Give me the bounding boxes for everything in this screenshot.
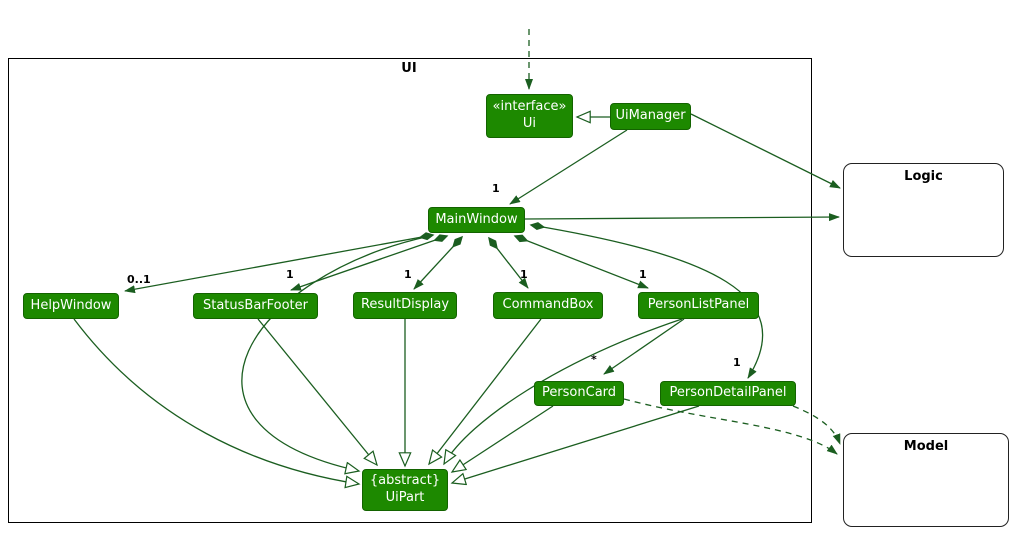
multiplicity-mainwindow-commandbox: 1 — [520, 268, 528, 281]
edge-persondetailpanel-extends-uipart — [452, 405, 700, 483]
component-logic: Logic — [843, 163, 1004, 257]
ui-package-label: UI — [401, 61, 417, 76]
class-ui-interface-name: Ui — [522, 116, 537, 131]
edge-mainwindow-resultdisplay — [413, 235, 464, 290]
multiplicity-personlistpanel-personcard: * — [591, 353, 597, 366]
class-persondetailpanel-name: PersonDetailPanel — [669, 385, 787, 401]
class-statusbarfooter: StatusBarFooter — [193, 293, 318, 319]
ui-package-frame — [8, 58, 812, 523]
class-resultdisplay-name: ResultDisplay — [360, 297, 450, 313]
edge-uimanager-mainwindow — [509, 129, 628, 205]
class-resultdisplay: ResultDisplay — [353, 292, 457, 319]
edge-mainwindow-logic — [524, 213, 840, 222]
edge-mainwindow-helpwindow — [124, 232, 435, 294]
class-uimanager: UiManager — [610, 103, 691, 130]
class-helpwindow-name: HelpWindow — [30, 297, 112, 313]
multiplicity-uimanager-mainwindow: 1 — [492, 182, 500, 195]
component-model-title: Model — [903, 439, 949, 454]
class-ui-interface: «interface» Ui — [486, 94, 573, 138]
class-statusbarfooter-name: StatusBarFooter — [202, 297, 308, 313]
edge-personcard-model — [623, 398, 838, 455]
class-commandbox: CommandBox — [493, 292, 603, 319]
multiplicity-mainwindow-personlistpanel: 1 — [639, 268, 647, 281]
multiplicity-mainwindow-resultdisplay: 1 — [404, 268, 412, 281]
class-uipart: {abstract} UiPart — [362, 469, 448, 511]
multiplicity-mainwindow-statusbarfooter: 1 — [286, 268, 294, 281]
class-personlistpanel-name: PersonListPanel — [647, 297, 750, 313]
class-uipart-stereotype: {abstract} — [369, 473, 441, 489]
class-personcard: PersonCard — [534, 381, 624, 406]
multiplicity-mainwindow-helpwindow: 0..1 — [127, 273, 151, 286]
edge-persondetailpanel-model — [792, 405, 841, 445]
edge-uimanager-logic — [690, 113, 841, 189]
class-mainwindow: MainWindow — [428, 207, 525, 233]
multiplicity-mainwindow-persondetailpanel: 1 — [733, 356, 741, 369]
component-model: Model — [843, 433, 1009, 527]
edge-mainwindow-extends-uipart — [241, 235, 431, 471]
class-mainwindow-name: MainWindow — [435, 211, 518, 227]
class-helpwindow: HelpWindow — [23, 293, 119, 319]
component-logic-title: Logic — [904, 169, 943, 184]
class-persondetailpanel: PersonDetailPanel — [660, 381, 796, 406]
class-commandbox-name: CommandBox — [502, 297, 594, 313]
class-ui-interface-stereotype: «interface» — [492, 99, 567, 115]
edge-personcard-extends-uipart — [452, 405, 554, 472]
edge-helpwindow-extends-uipart — [73, 318, 359, 484]
edge-commandbox-extends-uipart — [429, 318, 542, 464]
edge-mainwindow-persondetailpanel — [529, 222, 764, 379]
class-personlistpanel: PersonListPanel — [638, 292, 759, 319]
class-uimanager-name: UiManager — [615, 108, 686, 124]
class-uipart-name: UiPart — [385, 490, 425, 505]
edge-personlistpanel-personcard — [603, 318, 685, 375]
edge-statusbarfooter-extends-uipart — [257, 318, 377, 465]
edge-mainwindow-personlistpanel — [513, 234, 649, 289]
edge-personlistpanel-extends-uipart — [444, 318, 683, 464]
class-personcard-name: PersonCard — [541, 385, 617, 401]
